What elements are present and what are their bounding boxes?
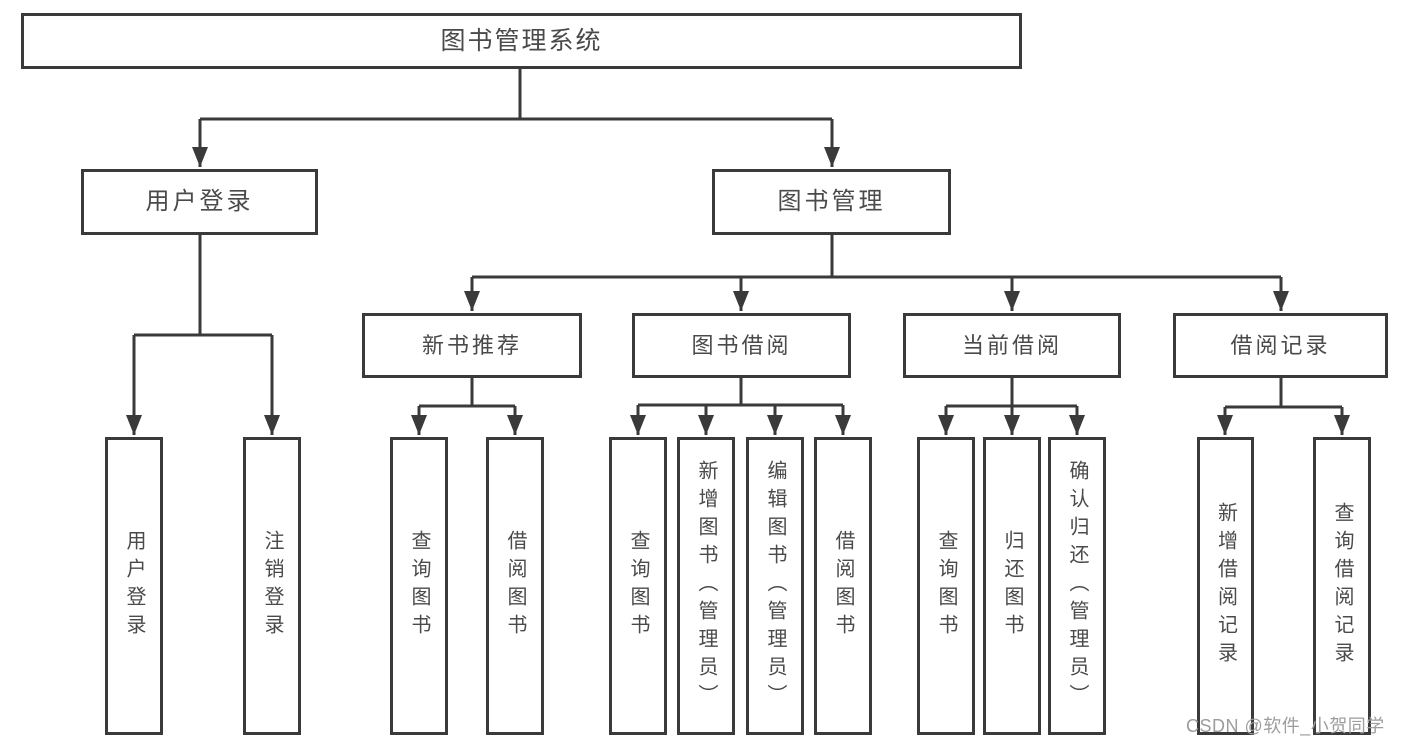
leaf-query-borrow-record: 查询借阅记录 [1313, 437, 1371, 735]
leaf-borrow-books-recommend: 借阅图书 [486, 437, 544, 735]
wire-borrow-records-rail [1225, 376, 1342, 409]
node-book-borrow: 图书借阅 [632, 313, 851, 378]
wire-new-book-recommend-rail [419, 376, 515, 408]
wire-book-management-rail [472, 233, 1281, 279]
wire-root-rail [200, 67, 832, 121]
wire-book-borrow-rail [638, 376, 843, 407]
leaf-return-book: 归还图书 [983, 437, 1041, 735]
node-user-login: 用户登录 [81, 169, 318, 235]
leaf-confirm-return-admin: 确认归还（管理员） [1048, 437, 1106, 735]
node-current-borrow: 当前借阅 [903, 313, 1121, 378]
csdn-watermark: CSDN @软件_小贺同学 [1186, 716, 1385, 736]
node-book-management: 图书管理 [712, 169, 951, 235]
wire-current-borrow-rail [946, 376, 1077, 408]
node-new-book-recommend: 新书推荐 [362, 313, 582, 378]
leaf-logout: 注销登录 [243, 437, 301, 735]
leaf-query-books-borrow: 查询图书 [609, 437, 667, 735]
node-root-library-system: 图书管理系统 [21, 13, 1022, 69]
leaf-query-books-recommend: 查询图书 [390, 437, 448, 735]
leaf-borrow-books: 借阅图书 [814, 437, 872, 735]
node-borrow-records: 借阅记录 [1173, 313, 1388, 378]
leaf-user-login: 用户登录 [105, 437, 163, 735]
leaf-add-book-admin: 新增图书（管理员） [677, 437, 735, 735]
leaf-edit-book-admin: 编辑图书（管理员） [746, 437, 804, 735]
leaf-add-borrow-record: 新增借阅记录 [1197, 437, 1254, 735]
leaf-query-books-current: 查询图书 [917, 437, 975, 735]
wire-user-login-rail [134, 233, 272, 337]
